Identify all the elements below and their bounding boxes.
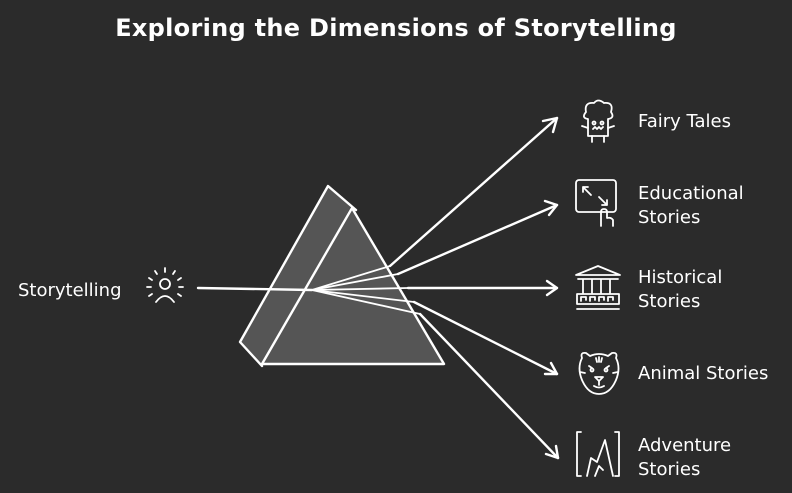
tree-monster-icon bbox=[581, 99, 615, 143]
prism-back-outline bbox=[238, 184, 358, 368]
prism-front-face bbox=[262, 208, 444, 364]
output-label-historical-stories: Historical Stories bbox=[638, 267, 723, 312]
output-label-fairy-tales: Fairy Tales bbox=[638, 111, 732, 132]
prism-front-outline bbox=[260, 206, 446, 366]
inner-ray-4 bbox=[311, 289, 415, 303]
temple-icon bbox=[575, 265, 621, 310]
inner-ray-2 bbox=[311, 273, 399, 291]
ray-fairy-tales bbox=[388, 116, 559, 268]
tiger-face-icon bbox=[578, 351, 620, 395]
inner-ray-5 bbox=[311, 289, 421, 315]
prism-back-face bbox=[240, 186, 352, 366]
inner-ray-3 bbox=[311, 287, 409, 291]
ray-educational-stories bbox=[396, 199, 559, 276]
output-label-adventure-stories: Adventure Stories bbox=[638, 435, 732, 480]
output-label-animal-stories: Animal Stories bbox=[638, 363, 769, 384]
page-title: Exploring the Dimensions of Storytelling bbox=[115, 14, 677, 42]
inner-ray-1 bbox=[311, 265, 391, 291]
interactive-screen-icon bbox=[575, 179, 617, 227]
ray-historical-stories bbox=[406, 279, 559, 297]
mountain-icon bbox=[576, 431, 620, 477]
output-label-educational-stories: Educational Stories bbox=[638, 183, 744, 228]
source-label: Storytelling bbox=[18, 280, 122, 301]
person-radiance-icon bbox=[146, 267, 184, 303]
ray-animal-stories bbox=[412, 300, 559, 376]
incoming-beam bbox=[196, 286, 314, 292]
ray-adventure-stories bbox=[418, 312, 560, 460]
